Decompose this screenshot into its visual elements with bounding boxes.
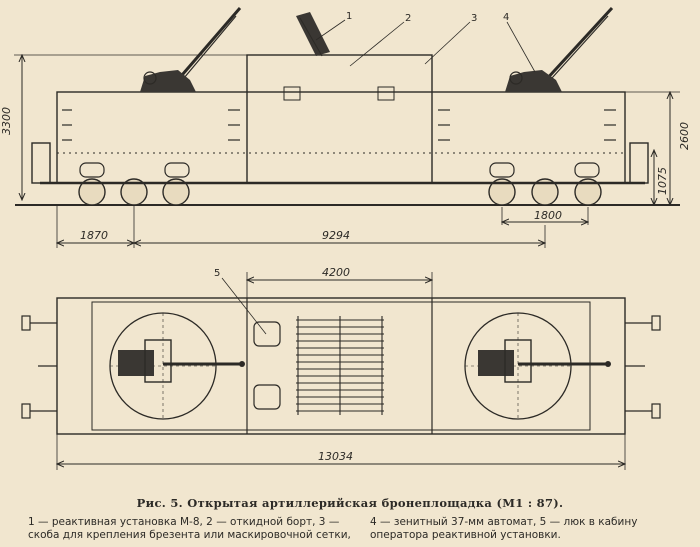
dim-height-total: 3300 [0, 107, 13, 135]
dim-height-body: 2600 [678, 122, 691, 150]
callout-1: 1 [346, 11, 352, 22]
dim-overhang: 1870 [80, 229, 108, 242]
dim-height-platform: 1075 [656, 167, 669, 195]
rocket-launcher-m8 [296, 12, 330, 57]
caption-scale: (M1 : 87). [496, 496, 564, 510]
side-view: 3300 2600 1075 1800 1870 9294 1 2 3 4 [0, 6, 691, 248]
callout-5: 5 [214, 268, 220, 279]
caption-label: Рис. 5. Открытая артиллерийская бронепло… [136, 496, 493, 510]
top-view: 4200 5 [21, 266, 661, 470]
callout-3: 3 [471, 13, 477, 24]
buffer-left [31, 142, 51, 184]
dim-bogie-base: 1800 [534, 209, 562, 222]
figure-caption: Рис. 5. Открытая артиллерийская бронепло… [0, 496, 700, 510]
dim-wheelbase: 9294 [322, 229, 350, 242]
operator-hatch-top [253, 321, 281, 347]
legend-left: 1 — реактивная установка М-8, 2 — откидн… [28, 516, 351, 541]
buffer-right [629, 142, 649, 184]
callout-4: 4 [503, 12, 509, 23]
aa-turntable-left [109, 312, 245, 420]
dim-total-length: 13034 [318, 450, 353, 463]
dim-cabin-length: 4200 [322, 266, 350, 279]
callout-2: 2 [405, 13, 411, 24]
aa-turntable-right [464, 312, 611, 420]
rocket-rails [296, 316, 384, 415]
wheels [78, 178, 602, 206]
technical-drawing: 3300 2600 1075 1800 1870 9294 1 2 3 4 [0, 6, 691, 470]
operator-hatch-bottom [253, 384, 281, 410]
side-cabin [246, 54, 433, 184]
aa-gun-left [140, 7, 242, 92]
legend-right: 4 — зенитный 37-мм автомат, 5 — люк в ка… [370, 516, 638, 541]
aa-gun-right [505, 6, 614, 92]
side-body [56, 91, 626, 184]
